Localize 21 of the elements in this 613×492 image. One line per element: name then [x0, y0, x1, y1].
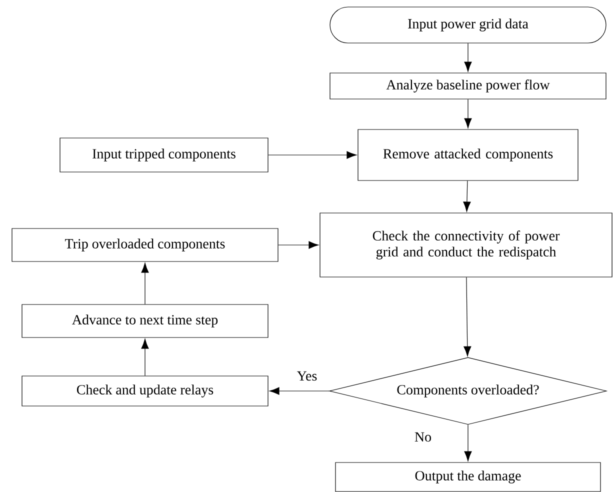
arrow — [464, 99, 472, 128]
process-box: Input tripped components — [60, 138, 268, 172]
process-box: Check the connectivity of power grid and conduct the redispatch — [320, 212, 612, 278]
edge-label: Yes — [296, 370, 318, 382]
process-box: Advance to next time step — [22, 304, 268, 338]
arrow — [269, 387, 330, 395]
arrow — [268, 151, 357, 159]
arrow — [463, 180, 471, 212]
process-box: Analyze baseline power flow — [330, 72, 606, 100]
arrow — [464, 277, 472, 356]
edge-label: No — [413, 431, 433, 443]
process-box: Output the damage — [335, 462, 601, 492]
arrow — [464, 43, 472, 72]
arrow — [464, 424, 472, 462]
process-box: Check and update relays — [22, 376, 268, 406]
process-box: Trip overloaded components — [12, 228, 278, 262]
arrow — [141, 338, 149, 376]
arrow — [141, 262, 149, 304]
arrow — [278, 241, 319, 249]
terminal-box: Input power grid data — [330, 6, 606, 44]
process-box: Remove attacked components — [358, 129, 578, 181]
